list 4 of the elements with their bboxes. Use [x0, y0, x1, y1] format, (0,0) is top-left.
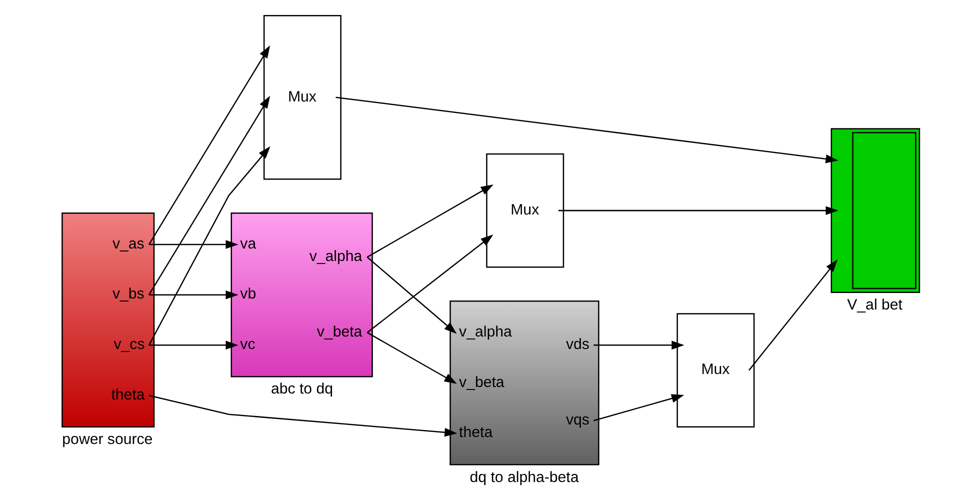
node-label: V_al bet: [846, 296, 902, 314]
node-label: abc to dq: [270, 380, 333, 398]
node-label: power source: [62, 431, 152, 448]
node-label: dq to alpha-beta: [469, 468, 578, 486]
